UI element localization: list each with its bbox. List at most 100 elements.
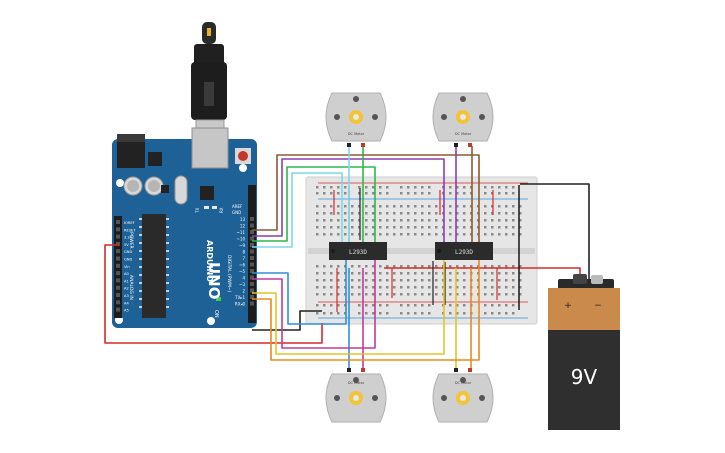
terminal-hole [449, 212, 452, 215]
arduino-uno-board[interactable]: TX RX ON ARDUINO UNO DIGITAL (PWM~) POWE… [112, 127, 257, 328]
terminal-hole [421, 293, 424, 296]
motor-screw [479, 114, 485, 120]
terminal-hole [358, 293, 361, 296]
rail-hole [491, 192, 494, 195]
digital-pin[interactable] [250, 230, 254, 234]
digital-pin-label: RX◂0 [235, 302, 246, 307]
digital-pin[interactable] [250, 262, 254, 267]
digital-pin[interactable] [250, 249, 254, 254]
rail-hole [337, 186, 340, 189]
terminal-hole [435, 205, 438, 208]
power-pin[interactable] [116, 293, 120, 297]
motor-terminal[interactable] [454, 143, 458, 147]
power-pin-label: 3.3V [124, 236, 133, 240]
rail-hole [337, 304, 340, 307]
terminal-hole [449, 205, 452, 208]
digital-pin[interactable] [250, 282, 254, 286]
terminal-hole [379, 233, 382, 236]
motor-shaft [353, 395, 359, 401]
wire-blue-pin5 [252, 260, 347, 325]
rail-hole [365, 312, 368, 315]
terminal-hole [372, 279, 375, 282]
power-pin[interactable] [116, 300, 120, 305]
power-pin[interactable] [116, 234, 120, 239]
digital-pin[interactable] [250, 301, 254, 306]
terminal-hole [505, 219, 508, 222]
digital-pin[interactable] [250, 223, 254, 228]
rail-hole [379, 186, 382, 189]
power-pin-label: GND [124, 258, 132, 262]
breadboard[interactable]: L293D L293D [305, 176, 538, 325]
motor-terminal[interactable] [468, 143, 472, 147]
terminal-hole [421, 265, 424, 268]
terminal-hole [400, 233, 403, 236]
terminal-hole [393, 265, 396, 268]
battery-9v[interactable]: + − 9V [548, 274, 620, 430]
rail-hole [386, 312, 389, 315]
digital-pin-label: TX▸1 [234, 295, 245, 300]
rail-hole [386, 192, 389, 195]
terminal-hole [414, 272, 417, 275]
terminal-hole [456, 226, 459, 229]
digital-pin[interactable] [250, 256, 254, 260]
terminal-hole [365, 272, 368, 275]
rail-hole [386, 186, 389, 189]
power-pin[interactable] [116, 263, 120, 268]
power-pin[interactable] [116, 241, 120, 246]
digital-pin[interactable] [250, 217, 254, 221]
digital-pin[interactable] [250, 243, 254, 247]
motor-terminal[interactable] [347, 143, 351, 147]
terminal-hole [365, 226, 368, 229]
rail-hole [372, 186, 375, 189]
motor-screw [372, 395, 378, 401]
motor-bottom-left[interactable]: DC Motor [325, 368, 387, 423]
motor-top-right[interactable]: DC Motor [432, 92, 494, 147]
terminal-hole [449, 293, 452, 296]
terminal-hole [519, 286, 522, 289]
usb-port [191, 127, 229, 169]
motor-screw [460, 377, 466, 383]
motor-terminal[interactable] [454, 368, 458, 372]
terminal-hole [463, 272, 466, 275]
motor-bottom-right[interactable]: DC Motor [432, 368, 494, 423]
rail-hole [372, 312, 375, 315]
power-pin[interactable] [116, 220, 120, 224]
digital-pin-label: 13 [240, 217, 246, 222]
power-pin[interactable] [116, 278, 120, 283]
terminal-hole [393, 279, 396, 282]
power-pin[interactable] [116, 256, 120, 261]
motor-terminal[interactable] [347, 368, 351, 372]
power-pin[interactable] [116, 271, 120, 276]
rail-hole [463, 304, 466, 307]
motor-terminal[interactable] [468, 368, 472, 372]
terminal-hole [428, 212, 431, 215]
digital-pin[interactable] [250, 275, 254, 280]
battery-plus: + [564, 301, 572, 311]
digital-pin[interactable] [250, 236, 254, 241]
wire-purple-pin11 [252, 158, 445, 242]
terminal-hole [379, 279, 382, 282]
power-pin[interactable] [116, 285, 120, 290]
motor-terminal[interactable] [361, 143, 365, 147]
terminal-hole [456, 293, 459, 296]
terminal-hole [379, 212, 382, 215]
power-pin[interactable] [116, 249, 120, 254]
power-pin[interactable] [116, 307, 120, 312]
terminal-hole [428, 219, 431, 222]
terminal-hole [449, 272, 452, 275]
digital-pin[interactable] [250, 295, 254, 299]
digital-pin[interactable] [250, 288, 254, 293]
power-pin[interactable] [116, 227, 120, 232]
terminal-hole [358, 226, 361, 229]
power-pin-label: A5 [124, 309, 129, 313]
terminal-hole [365, 212, 368, 215]
terminal-hole [484, 226, 487, 229]
rail-hole [512, 312, 515, 315]
motor-terminal[interactable] [361, 368, 365, 372]
atmega-chip [142, 214, 166, 318]
digital-pin[interactable] [250, 269, 254, 273]
motor-top-left[interactable]: DC Motor [325, 92, 387, 147]
terminal-hole [449, 286, 452, 289]
power-pin-label: Vin [124, 265, 130, 269]
rail-hole [421, 312, 424, 315]
